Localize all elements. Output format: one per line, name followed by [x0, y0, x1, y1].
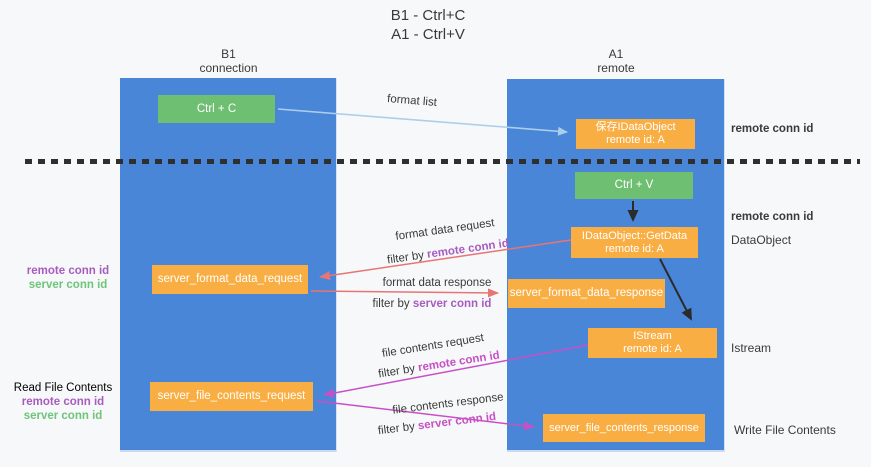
box-idataobject-getdata-line2: remote id: A [605, 242, 664, 255]
box-server-file-contents-response: server_file_contents_response [543, 414, 705, 442]
filter-by-text-2: filter by [372, 298, 413, 310]
left-remote-conn-id-label-2: remote conn id [21, 396, 105, 408]
box-ctrl-c: Ctrl + C [158, 95, 275, 123]
lane-a1-subtitle: remote [597, 61, 635, 75]
left-server-conn-id-label-2: server conn id [23, 410, 103, 422]
box-save-idataobject-line1: 保存IDataObject [595, 121, 676, 133]
box-server-format-data-response-label: server_format_data_response [509, 287, 664, 299]
lane-b1-subtitle: connection [199, 61, 258, 75]
dashed-divider [25, 159, 860, 164]
filter-by-text-4: filter by [377, 420, 419, 438]
format-data-response-label: format data response [382, 277, 492, 289]
left-conn-id-labels: remote conn id server conn id [18, 264, 118, 292]
box-server-file-contents-request: server_file_contents_request [150, 382, 313, 411]
format-data-response-filter-label: filter by server conn id [373, 298, 492, 310]
title-line-1: B1 - Ctrl+C [390, 7, 466, 24]
server-conn-id-text-2: server conn id [412, 298, 492, 310]
box-server-file-contents-response-label: server_file_contents_response [549, 421, 699, 434]
lane-b1-name: B1 [221, 47, 236, 61]
filter-by-text-3: filter by [377, 362, 420, 381]
box-server-format-data-request-label: server_format_data_request [157, 273, 303, 285]
box-idataobject-getdata: IDataObject::GetData remote id: A [571, 227, 698, 258]
diagram-title: B1 - Ctrl+C A1 - Ctrl+V [0, 6, 856, 44]
right-remote-conn-id-mid-label: remote conn id [731, 211, 814, 223]
filter-by-text-1: filter by [386, 248, 428, 267]
read-file-contents-label: Read File Contents [13, 382, 113, 394]
box-save-idataobject: 保存IDataObject remote id: A [576, 119, 695, 149]
box-istream-line2: remote id: A [623, 343, 682, 355]
remote-conn-id-text-1: remote conn id [426, 237, 510, 261]
box-istream-text: IStream remote id: A [623, 330, 682, 356]
lane-header-b1: B1 connection [120, 47, 337, 75]
format-data-response-arrow [310, 288, 499, 298]
box-server-format-data-request: server_format_data_request [152, 265, 308, 294]
right-remote-conn-id-top-label: remote conn id [731, 123, 814, 135]
box-save-idataobject-text: 保存IDataObject remote id: A [595, 121, 675, 147]
box-save-idataobject-line2: remote id: A [606, 134, 665, 146]
box-server-format-data-response: server_format_data_response [508, 279, 665, 308]
write-file-contents-label: Write File Contents [734, 423, 836, 437]
lane-header-a1: A1 remote [507, 47, 725, 75]
box-ctrl-v-label: Ctrl + V [614, 179, 654, 191]
left-remote-conn-id-label: remote conn id [26, 265, 110, 277]
format-data-request-filter-label: filter by remote conn id [386, 238, 509, 267]
box-ctrl-c-label: Ctrl + C [196, 102, 237, 115]
title-line-2: A1 - Ctrl+V [391, 26, 465, 43]
box-istream-line1: IStream [633, 330, 672, 342]
format-list-label: format list [386, 93, 438, 109]
read-file-contents-labels: Read File Contents remote conn id server… [8, 381, 118, 423]
server-conn-id-text-4: server conn id [417, 410, 497, 433]
format-data-request-label: format data request [394, 217, 496, 243]
box-idataobject-getdata-line1: IDataObject::GetData [581, 229, 688, 242]
remote-conn-id-text-3: remote conn id [417, 349, 501, 375]
istream-label: Istream [731, 341, 772, 355]
lane-a1-name: A1 [608, 47, 624, 61]
box-ctrl-v: Ctrl + V [575, 172, 693, 199]
dataobject-label: DataObject [731, 233, 792, 247]
left-server-conn-id-label: server conn id [28, 279, 108, 291]
box-istream: IStream remote id: A [588, 328, 717, 358]
box-idataobject-getdata-text: IDataObject::GetData remote id: A [582, 230, 687, 256]
box-server-file-contents-request-label: server_file_contents_request [157, 390, 306, 402]
